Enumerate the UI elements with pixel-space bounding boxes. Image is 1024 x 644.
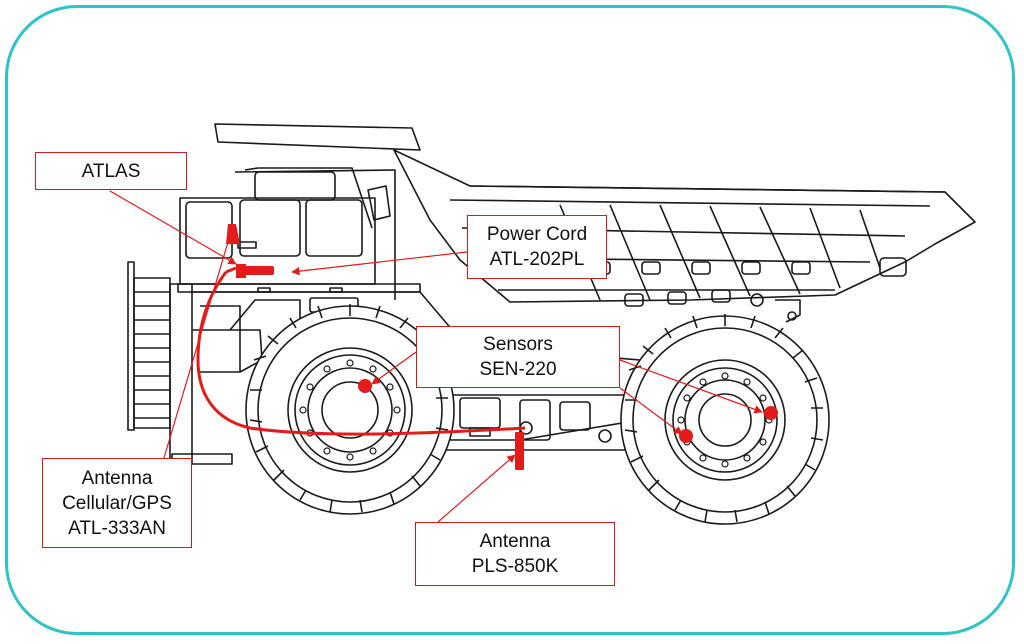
rounded-frame bbox=[5, 5, 1015, 635]
callout-power-cord-name: Power Cord bbox=[486, 224, 588, 245]
radiator-grille bbox=[127, 261, 233, 465]
callout-sensors: Sensors SEN-220 bbox=[416, 326, 620, 388]
callout-antenna-cellular-part: ATL-333AN bbox=[68, 517, 166, 539]
leader-pls-antenna bbox=[437, 454, 516, 523]
dump-truck-drawing bbox=[127, 123, 976, 525]
leader-power-cord bbox=[291, 251, 468, 276]
power-cord-plug bbox=[236, 264, 246, 278]
cable-to-atlas bbox=[225, 266, 237, 274]
callout-atlas-label: ATLAS bbox=[81, 160, 141, 182]
callout-atlas: ATLAS bbox=[35, 152, 187, 190]
leader-sensor-rear-b bbox=[619, 359, 763, 414]
callout-power-cord: Power Cord ATL-202PL bbox=[467, 215, 607, 279]
callout-antenna-pls-part: PLS-850K bbox=[471, 556, 559, 577]
sensor-rear-wheel-outer bbox=[764, 406, 778, 420]
callout-antenna-pls: Antenna PLS-850K bbox=[415, 522, 615, 586]
cab bbox=[177, 167, 421, 300]
callout-antenna-cellular: Antenna Cellular/GPS ATL-333AN bbox=[42, 458, 192, 548]
sensor-rear-wheel-inner bbox=[679, 429, 693, 443]
callout-sensors-part: SEN-220 bbox=[479, 359, 557, 380]
cable-run bbox=[196, 271, 526, 436]
leader-sensor-rear-a bbox=[619, 387, 683, 435]
front-wheel bbox=[245, 304, 455, 515]
pls-antenna bbox=[515, 432, 524, 470]
leader-atlas bbox=[109, 190, 237, 265]
leader-lines bbox=[109, 190, 763, 523]
callout-antenna-cellular-type: Cellular/GPS bbox=[62, 492, 172, 514]
leader-sensor-front bbox=[371, 351, 417, 385]
callout-antenna-pls-name: Antenna bbox=[479, 531, 551, 552]
rear-wheel bbox=[620, 314, 830, 525]
callout-antenna-cellular-name: Antenna bbox=[81, 467, 153, 489]
sensor-front-wheel bbox=[358, 379, 372, 393]
callout-sensors-name: Sensors bbox=[483, 334, 553, 355]
leader-cellular-antenna bbox=[163, 231, 232, 459]
callout-power-cord-part: ATL-202PL bbox=[489, 249, 585, 270]
